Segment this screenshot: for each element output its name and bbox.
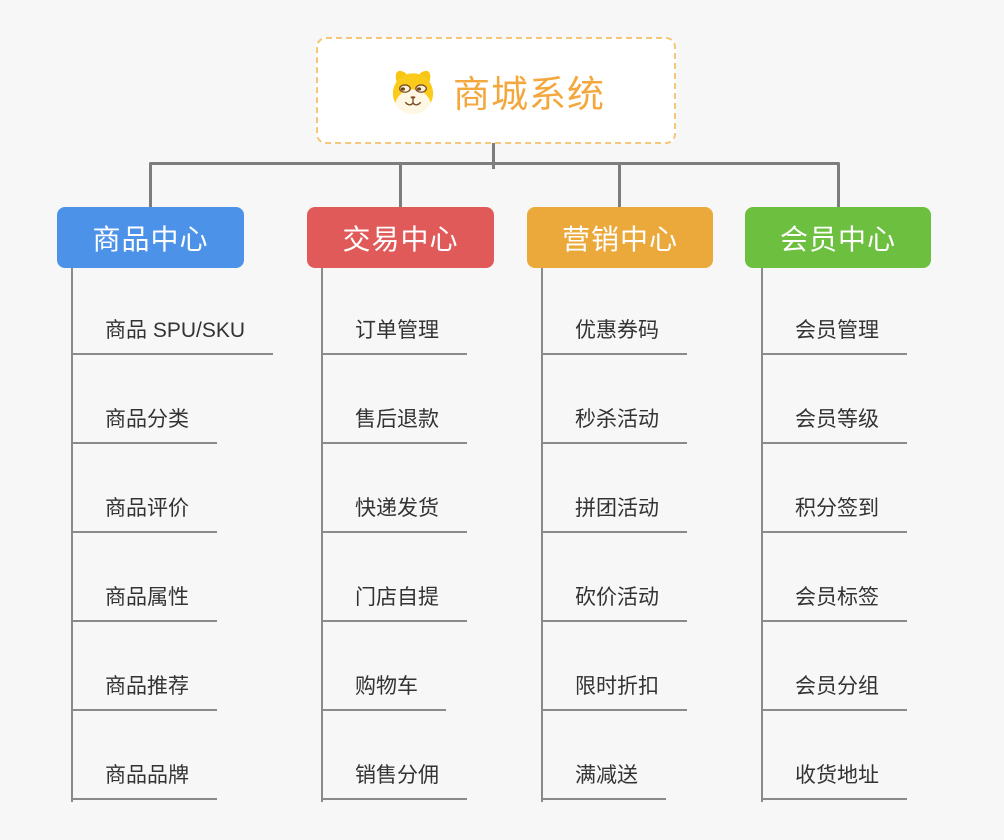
leaf-item[interactable]: 商品品牌 [71,763,217,800]
leaf-item[interactable]: 砍价活动 [541,585,687,622]
branch-spine-trade [321,267,323,802]
branch-label: 会员中心 [779,223,896,255]
leaf-item[interactable]: 商品推荐 [71,674,217,711]
leaf-item[interactable]: 拼团活动 [541,496,687,533]
leaf-item[interactable]: 会员等级 [761,407,907,444]
root-title: 商城系统 [453,73,605,115]
branch-node-trade-center[interactable]: 交易中心 [307,207,494,268]
leaf-item[interactable]: 商品 SPU/SKU [71,318,274,355]
leaf-item[interactable]: 商品分类 [71,407,217,444]
leaf-item[interactable]: 商品评价 [71,496,217,533]
branch-spine-marketing [541,267,543,802]
branch-spine-product [71,267,73,802]
root-node-mall-system[interactable]: 商城系统 [316,37,676,144]
leaf-item[interactable]: 订单管理 [321,318,467,355]
leaf-item[interactable]: 门店自提 [321,585,467,622]
leaf-item[interactable]: 快递发货 [321,496,467,533]
leaf-item[interactable]: 销售分佣 [321,763,467,800]
branch-node-product-center[interactable]: 商品中心 [57,207,244,268]
branch-label: 商品中心 [92,223,209,255]
leaf-item[interactable]: 优惠券码 [541,318,687,355]
connector-root-stem [492,143,495,169]
branch-label: 营销中心 [561,223,678,255]
leaf-item[interactable]: 商品属性 [71,585,217,622]
leaf-item[interactable]: 限时折扣 [541,674,687,711]
connector-drop-member [837,164,840,208]
branch-label: 交易中心 [342,223,459,255]
dog-face-icon [387,66,439,116]
connector-drop-product [149,164,152,208]
leaf-item[interactable]: 会员管理 [761,318,907,355]
connector-horizontal [149,162,840,165]
leaf-item[interactable]: 秒杀活动 [541,407,687,444]
leaf-item[interactable]: 售后退款 [321,407,467,444]
leaf-item[interactable]: 购物车 [321,674,446,711]
branch-node-member-center[interactable]: 会员中心 [745,207,931,268]
leaf-item[interactable]: 积分签到 [761,496,907,533]
leaf-item[interactable]: 会员标签 [761,585,907,622]
branch-node-marketing-center[interactable]: 营销中心 [527,207,713,268]
connector-drop-trade [399,164,402,208]
leaf-item[interactable]: 收货地址 [761,763,907,800]
connector-drop-marketing [618,164,621,208]
leaf-item[interactable]: 会员分组 [761,674,907,711]
branch-spine-member [761,267,763,802]
leaf-item[interactable]: 满减送 [541,763,666,800]
